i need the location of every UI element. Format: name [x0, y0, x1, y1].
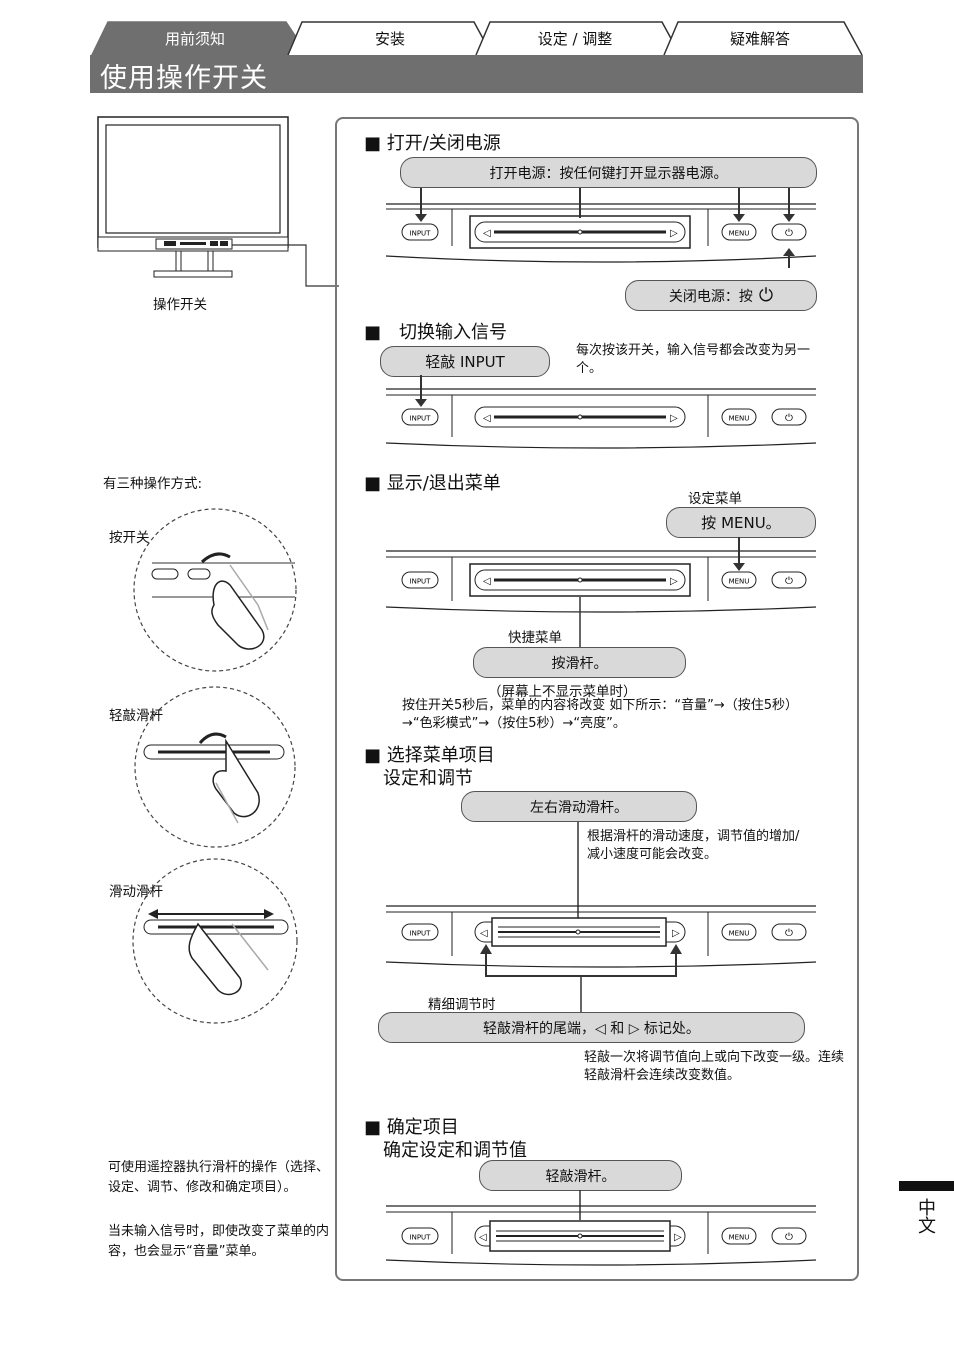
- fine-adjust-note: 轻敲一次将调节值向上或向下改变一级。连续轻敲滑杆会连续改变数值。: [584, 1050, 845, 1083]
- menu-section-title: ■ 显示/退出菜单: [364, 473, 501, 494]
- methods-intro: 有三种操作方式:: [103, 476, 203, 492]
- menu-button-label: MENU: [729, 230, 750, 238]
- right-mark-icon: ▷: [670, 228, 678, 239]
- control-panel-confirm: INPUT ◁ ▷ MENU ⏻: [386, 1190, 817, 1266]
- monitor-caption: 操作开关: [153, 297, 207, 313]
- press-slider-callout: 按滑杆。: [473, 647, 686, 678]
- right-mark-icon: ▷: [674, 1232, 682, 1243]
- press-illustration: [133, 508, 297, 672]
- power-off-text: 关闭电源：按: [668, 288, 753, 305]
- input-note: 每次按该开关，输入信号都会改变为另一个。: [576, 343, 811, 376]
- method-tap-label: 轻敲滑杆: [109, 708, 163, 724]
- setting-menu-label: 设定菜单: [688, 491, 742, 507]
- title-bar: [90, 55, 863, 93]
- language-label: 中文: [915, 1198, 936, 1234]
- power-icon: ⏻: [785, 928, 793, 939]
- left-mark-icon: ◁: [483, 576, 491, 587]
- power-icon: ⏻: [785, 576, 793, 587]
- tab-settings[interactable]: 设定 / 调整: [537, 29, 613, 48]
- input-button-label: INPUT: [410, 230, 432, 238]
- power-icon: ⏻: [785, 228, 793, 239]
- monitor-illustration: [97, 116, 339, 287]
- press-menu-callout: 按 MENU。: [666, 507, 816, 538]
- quick-menu-label: 快捷菜单: [508, 630, 562, 646]
- speed-note: 根据滑杆的滑动速度，调节值的增加/减小速度可能会改变。: [587, 829, 800, 862]
- operation-panel-frame: [335, 117, 859, 1281]
- tab-installation[interactable]: 安装: [374, 29, 405, 48]
- confirm-section-subtitle: 确定设定和调节值: [383, 1140, 527, 1161]
- nav-tabs: 用前须知 安装 设定 / 调整 疑难解答: [90, 20, 863, 56]
- quick-menu-condition: （屏幕上不显示菜单时）: [488, 684, 637, 700]
- input-section-title: ■ 切换输入信号: [364, 322, 508, 343]
- language-marker: [899, 1181, 954, 1191]
- tab-shapes: [90, 21, 863, 56]
- method-press-label: 按开关: [109, 530, 150, 546]
- right-mark-icon: ▷: [670, 576, 678, 587]
- power-icon: ⏻: [785, 413, 793, 424]
- control-panel-menu: INPUT ◁ ▷ MENU ⏻: [386, 537, 817, 647]
- power-section-title: ■ 打开/关闭电源: [364, 133, 501, 154]
- power-on-callout: 打开电源：按任何键打开显示器电源。: [400, 157, 817, 188]
- page-title: 使用操作开关: [100, 63, 268, 94]
- power-icon: ⏻: [758, 285, 774, 306]
- tap-slider-callout: 轻敲滑杆。: [479, 1160, 682, 1191]
- tab-troubleshooting[interactable]: 疑难解答: [729, 29, 790, 48]
- power-icon: ⏻: [785, 1232, 793, 1243]
- confirm-section-title: ■ 确定项目: [364, 1117, 459, 1138]
- input-button-label: INPUT: [410, 578, 432, 586]
- right-mark-icon: ▷: [672, 928, 680, 939]
- control-panel-input: INPUT ◁ ▷ MENU ⏻: [386, 375, 817, 449]
- menu-button-label: MENU: [729, 578, 750, 586]
- remote-note: 可使用遥控器执行滑杆的操作（选择、设定、调节、修改和确定项目）。: [108, 1160, 330, 1195]
- method-slide-label: 滑动滑杆: [109, 884, 163, 900]
- slide-illustration: [132, 858, 298, 1024]
- slide-slider-callout: 左右滑动滑杆。: [461, 791, 697, 822]
- right-mark-icon: ▷: [670, 413, 678, 424]
- tab-before-use[interactable]: 用前须知: [164, 29, 225, 48]
- menu-button-label: MENU: [729, 415, 750, 423]
- quick-menu-note: 按住开关5秒后，菜单的内容将改变 如下所示：“音量”→（按住5秒）→“色彩模式”…: [402, 698, 799, 731]
- left-mark-icon: ◁: [479, 1232, 487, 1243]
- control-panel-power: INPUT ◁ ▷ MENU ⏻: [386, 188, 817, 268]
- input-button-label: INPUT: [410, 415, 432, 423]
- select-section-subtitle: 设定和调节: [383, 768, 473, 789]
- menu-button-label: MENU: [729, 1234, 750, 1242]
- control-panel-select: INPUT ◁ ▷ MENU ⏻: [386, 822, 817, 1012]
- tap-input-callout: 轻敲 INPUT: [380, 346, 550, 377]
- menu-button-label: MENU: [729, 930, 750, 938]
- power-off-callout: 关闭电源：按 ⏻: [625, 280, 817, 311]
- tap-ends-callout: 轻敲滑杆的尾端，◁ 和 ▷ 标记处。: [378, 1012, 805, 1043]
- input-button-label: INPUT: [410, 1234, 432, 1242]
- left-mark-icon: ◁: [480, 928, 488, 939]
- tap-illustration: [134, 686, 296, 848]
- input-button-label: INPUT: [410, 930, 432, 938]
- no-signal-note: 当未输入信号时，即使改变了菜单的内容，也会显示“音量”菜单。: [108, 1224, 330, 1259]
- fine-adjust-label: 精细调节时: [428, 997, 496, 1013]
- left-mark-icon: ◁: [483, 413, 491, 424]
- left-mark-icon: ◁: [483, 228, 491, 239]
- select-section-title: ■ 选择菜单项目: [364, 745, 495, 766]
